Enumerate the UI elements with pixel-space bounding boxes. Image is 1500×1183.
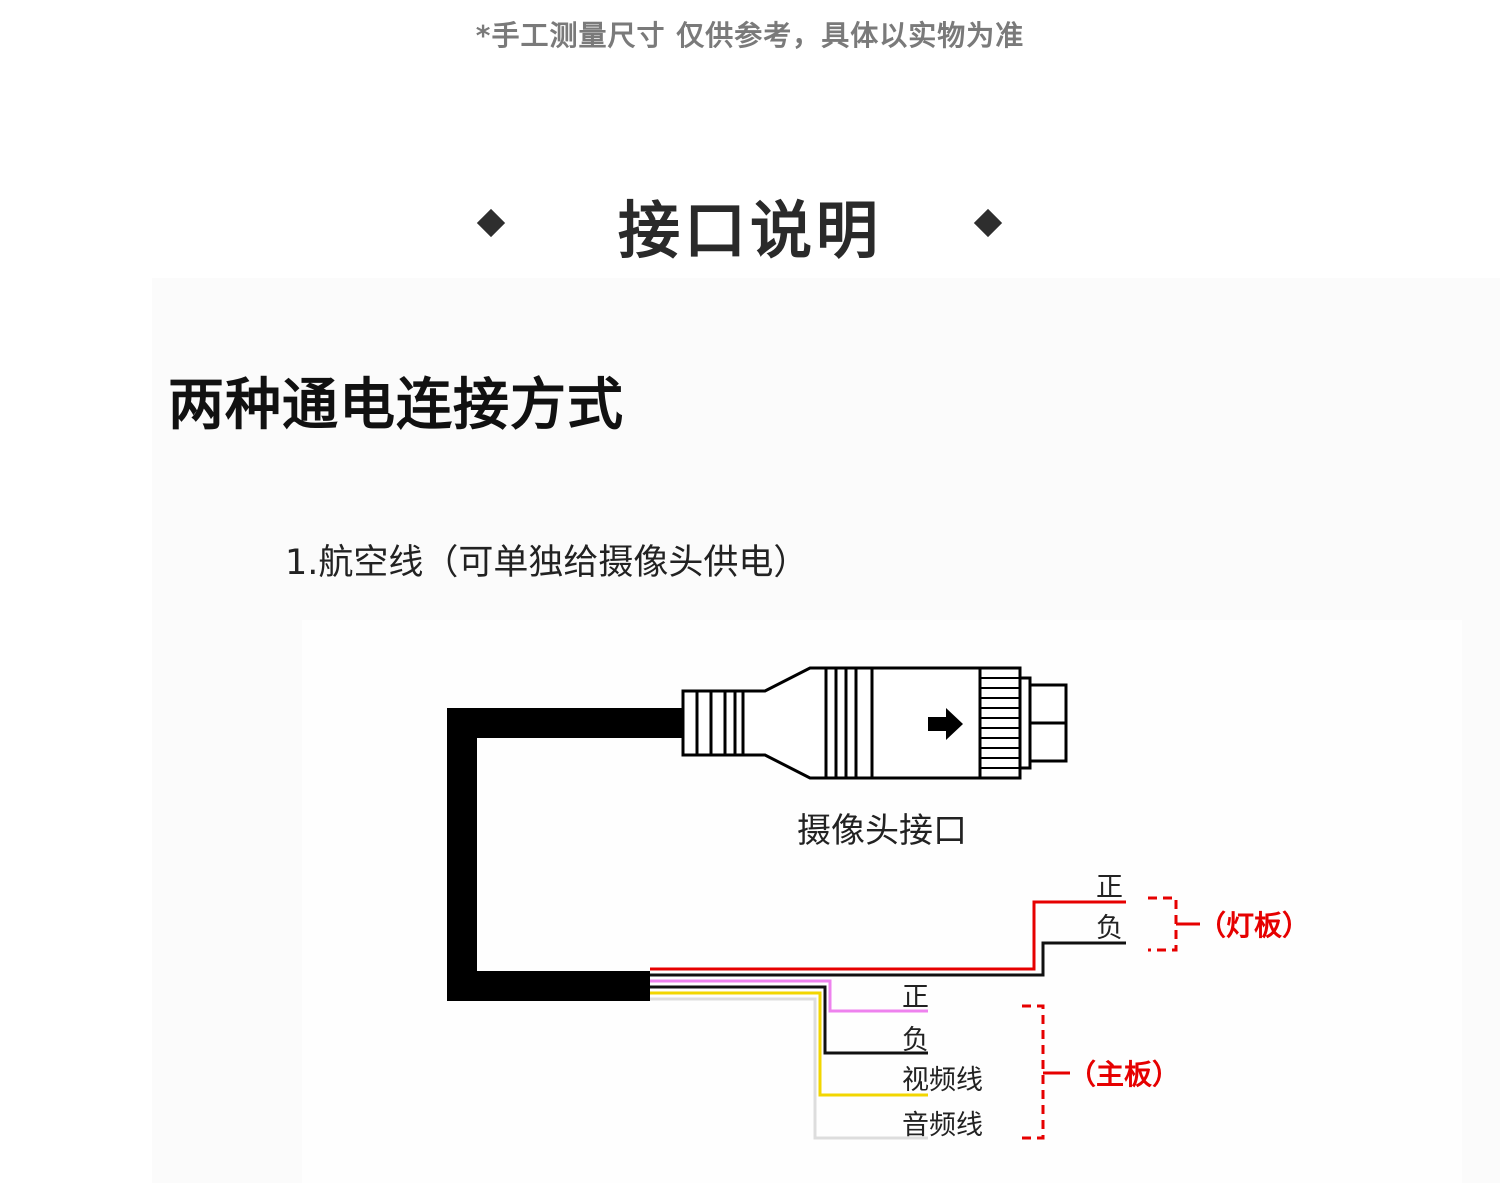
measurement-note: *手工测量尺寸 仅供参考，具体以实物为准 <box>475 19 1025 52</box>
main-board-negative-wire <box>650 985 928 1055</box>
video-wire <box>650 991 928 1097</box>
light-board-positive-wire <box>650 900 1126 971</box>
light-board-negative-wire <box>650 941 1126 977</box>
main-board-negative-label: 负 <box>902 1025 929 1056</box>
light-board-positive-label: 正 <box>1096 872 1123 903</box>
section-title: 接口说明 <box>617 194 882 267</box>
main-board-positive-label: 正 <box>902 982 929 1013</box>
audio-wire-label: 音频线 <box>902 1110 983 1141</box>
aviation-cable <box>447 708 682 1001</box>
light-board-group-label: （灯板） <box>1198 909 1310 942</box>
light-board-negative-label: 负 <box>1096 913 1123 944</box>
video-wire-label: 视频线 <box>902 1065 983 1096</box>
main-board-bracket <box>1022 1004 1070 1140</box>
camera-connector-label: 摄像头接口 <box>797 811 967 851</box>
main-board-positive-wire <box>650 979 928 1013</box>
audio-wire <box>650 997 928 1140</box>
section-header: 接口说明 <box>0 180 1500 270</box>
direction-arrow-icon <box>928 708 963 740</box>
connection-methods-heading: 两种通电连接方式 <box>168 373 624 438</box>
aviation-cable-subheading: 1.航空线（可单独给摄像头供电） <box>285 543 809 583</box>
main-board-group-label: （主板） <box>1068 1058 1180 1091</box>
light-board-bracket <box>1148 896 1200 952</box>
camera-connector-icon <box>681 666 1068 780</box>
